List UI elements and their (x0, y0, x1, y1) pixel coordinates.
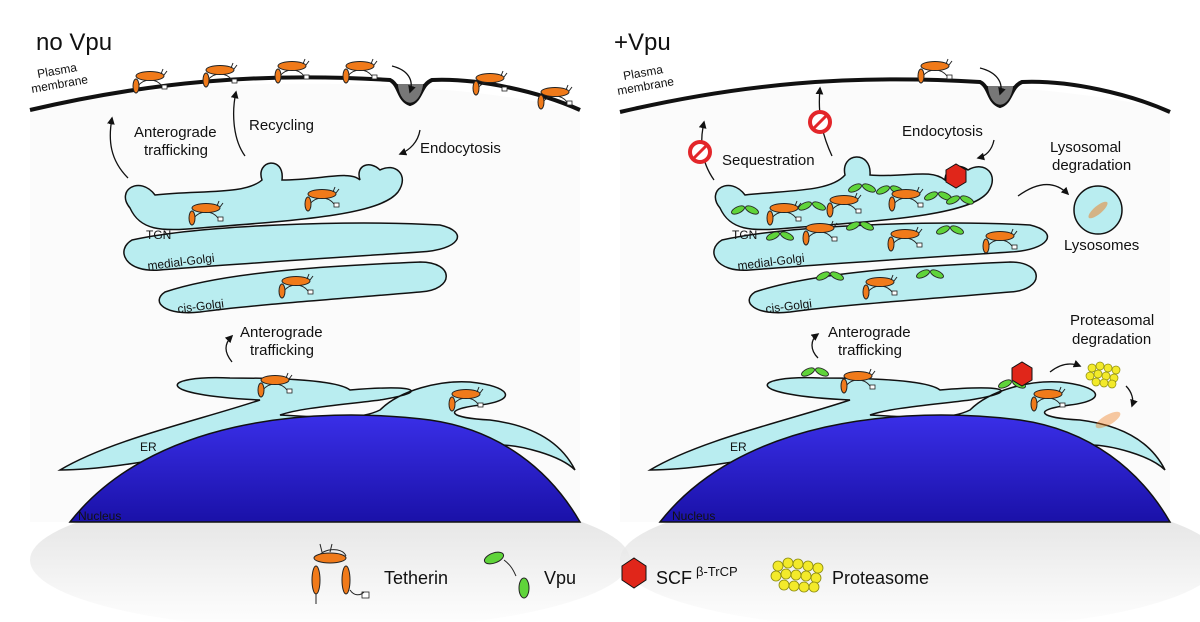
left-tgn-label: TGN (146, 228, 171, 242)
right-anterograde-lower-1: Anterograde (828, 324, 911, 341)
left-anterograde-lower-2: trafficking (250, 342, 314, 359)
right-endocytic-pit (986, 85, 1015, 107)
right-er-label: ER (730, 440, 747, 454)
left-golgi (123, 162, 459, 314)
right-plasma-label-1: Plasma (622, 62, 664, 83)
legend-proteasome-label: Proteasome (832, 568, 929, 588)
left-panel: no Vpu Plasma membrane Anterograde traff… (29, 29, 630, 622)
right-lysosomal-label-2: degradation (1052, 157, 1131, 174)
left-recycling-label: Recycling (249, 117, 314, 134)
left-plasma-label-1: Plasma (36, 60, 78, 81)
lysosome (1073, 185, 1123, 235)
right-lysosomal-label-1: Lysosomal (1050, 139, 1121, 156)
right-panel: +Vpu Plasma membrane Sequestration Endoc… (614, 29, 1200, 622)
right-golgi (713, 156, 1049, 314)
left-anterograde-lower-1: Anterograde (240, 324, 323, 341)
right-nucleus (658, 414, 1172, 523)
left-er-label: ER (140, 440, 157, 454)
left-nucleus (68, 414, 582, 523)
legend-tetherin-label: Tetherin (384, 568, 448, 588)
right-nucleus-label: Nucleus (672, 509, 715, 523)
right-sequestration-label: Sequestration (722, 152, 815, 169)
left-nucleus-label: Nucleus (78, 509, 121, 523)
legend-scf-icon (621, 557, 647, 589)
legend-vpu-icon (483, 551, 530, 599)
right-proteasomal-label-2: degradation (1072, 331, 1151, 348)
left-endocytosis-label: Endocytosis (420, 140, 501, 157)
legend-tetherin-icon (311, 543, 370, 604)
right-lysosomes-label: Lysosomes (1064, 237, 1139, 254)
right-title: +Vpu (614, 29, 671, 56)
block-symbol-right (808, 110, 832, 134)
right-anterograde-lower-2: trafficking (838, 342, 902, 359)
left-title: no Vpu (36, 29, 112, 56)
legend-proteasome-icon (770, 557, 824, 593)
scf-complex-golgi (945, 163, 967, 189)
right-proteasomal-label-1: Proteasomal (1070, 312, 1154, 329)
scf-complex-er (1011, 361, 1033, 387)
proteasome-cluster (1085, 361, 1121, 389)
right-cis-golgi-label: cis-Golgi (765, 296, 813, 316)
block-symbol-left (688, 140, 712, 164)
left-anterograde-label-2: trafficking (144, 142, 208, 159)
left-endocytic-pit (396, 83, 425, 105)
legend-vpu-label: Vpu (544, 568, 576, 588)
right-tgn-label: TGN (732, 228, 757, 242)
left-cis-golgi-label: cis-Golgi (177, 296, 225, 316)
right-endocytosis-label: Endocytosis (902, 123, 983, 140)
left-anterograde-label-1: Anterograde (134, 124, 217, 141)
